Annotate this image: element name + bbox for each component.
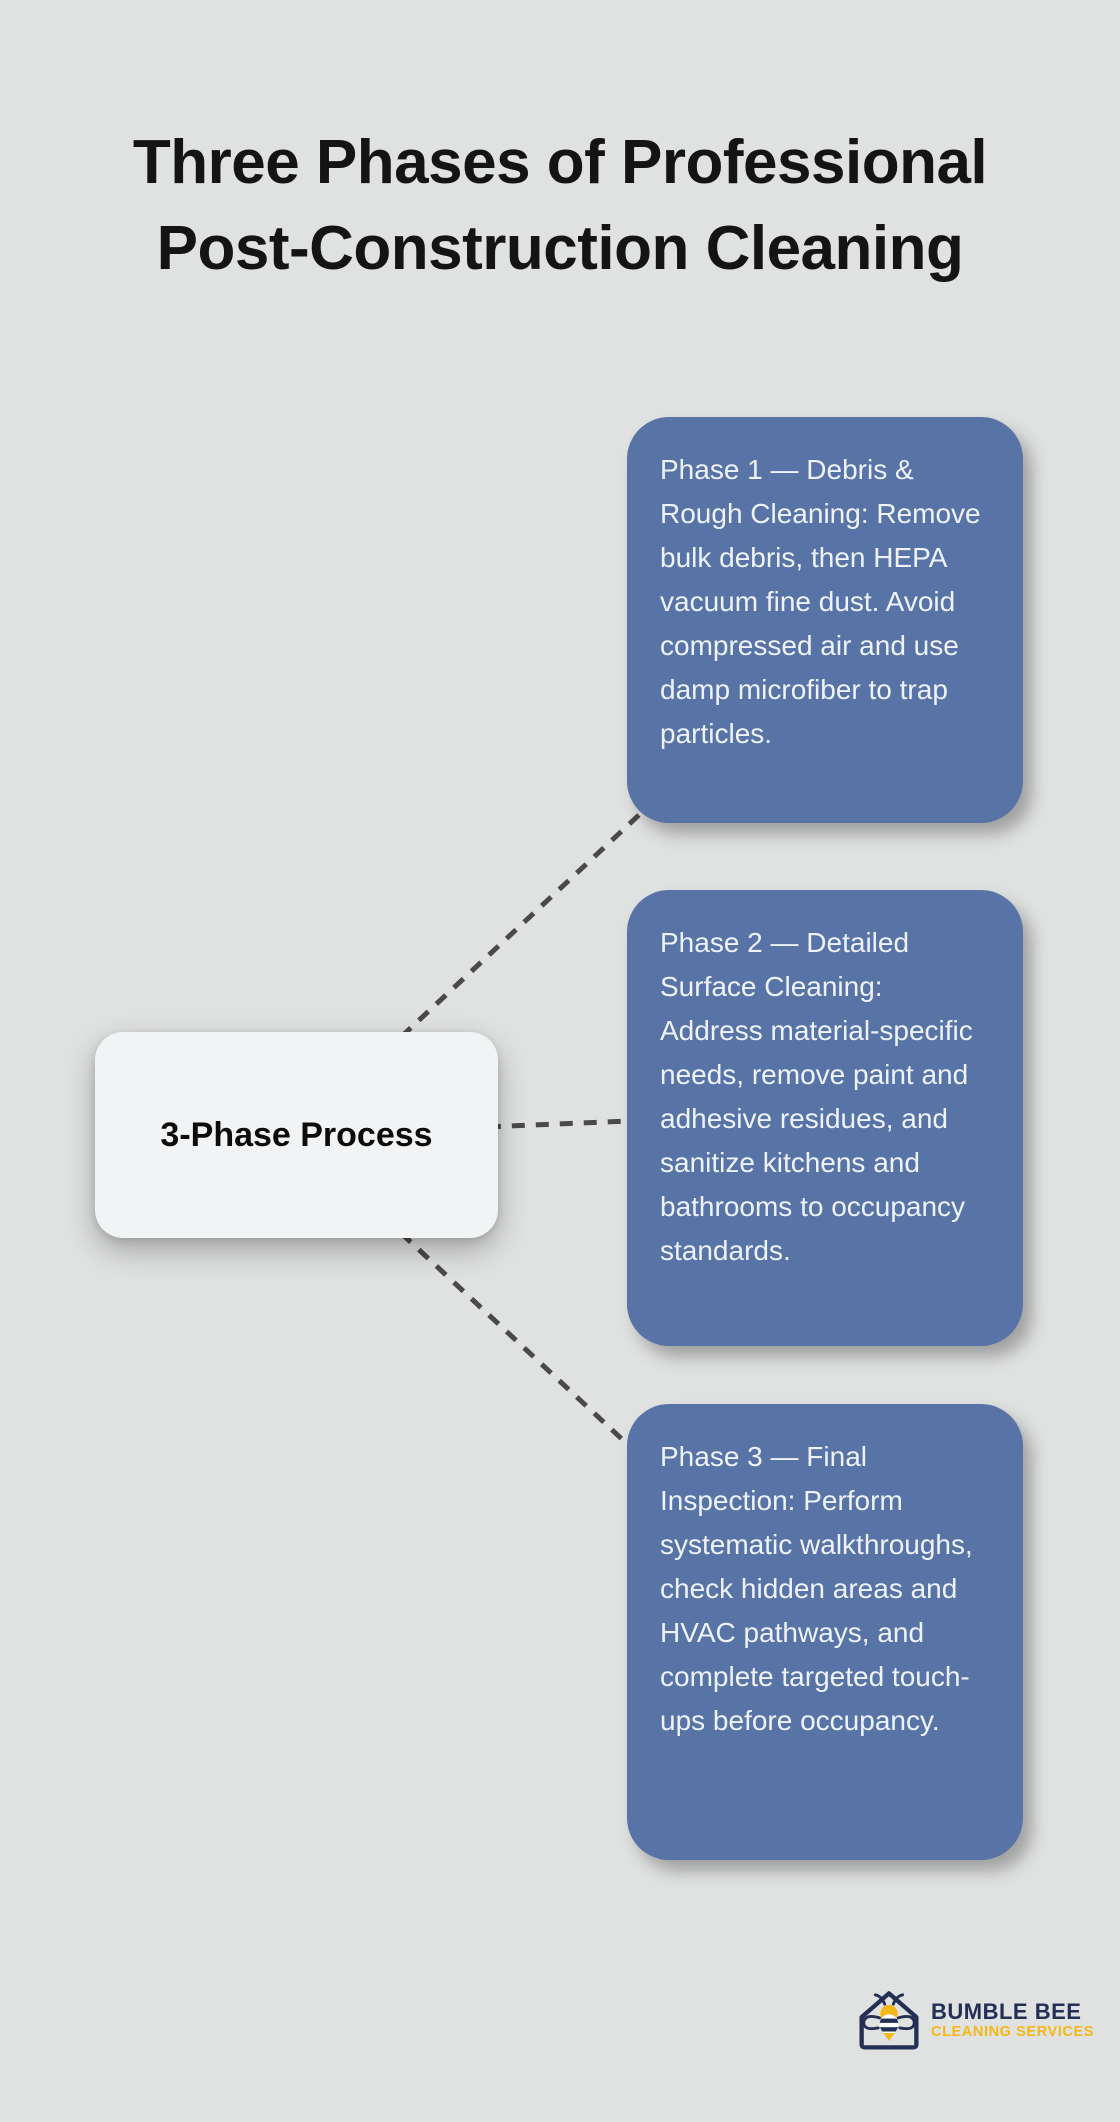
center-node: 3-Phase Process: [95, 1032, 498, 1238]
brand-tagline: CLEANING SERVICES: [931, 2023, 1095, 2040]
connector-phase-1: [294, 756, 702, 1137]
phase-1-card: Phase 1 — Debris & Rough Cleaning: Remov…: [627, 417, 1023, 823]
phase-1-text: Phase 1 — Debris & Rough Cleaning: Remov…: [660, 454, 981, 749]
page-title: Three Phases of Professional Post-Constr…: [132, 127, 988, 283]
phase-3-text: Phase 3 — Final Inspection: Perform syst…: [660, 1441, 973, 1736]
brand-logo: BUMBLE BEE CLEANING SERVICES: [853, 1984, 1094, 2056]
brand-logo-text: BUMBLE BEE CLEANING SERVICES: [931, 1998, 1095, 2041]
phase-2-card: Phase 2 — Detailed Surface Cleaning: Add…: [627, 890, 1023, 1346]
phase-3-card: Phase 3 — Final Inspection: Perform syst…: [627, 1404, 1023, 1860]
brand-name: BUMBLE BEE: [931, 1998, 1082, 2024]
bumble-bee-house-icon: [859, 1991, 919, 2050]
center-node-label: 3-Phase Process: [160, 1115, 433, 1154]
phase-2-text: Phase 2 — Detailed Surface Cleaning: Add…: [660, 927, 973, 1266]
